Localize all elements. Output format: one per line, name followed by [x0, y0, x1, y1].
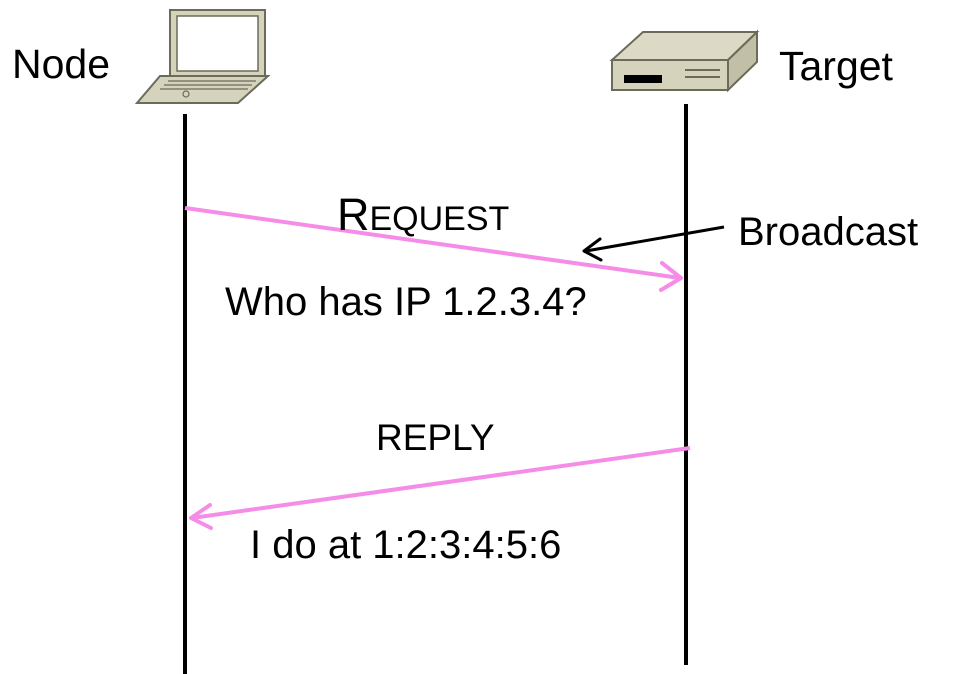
- request-title: REQUEST: [337, 189, 509, 240]
- request-arrow: [184, 206, 683, 292]
- broadcast-annotation-arrow: [582, 225, 725, 262]
- broadcast-label: Broadcast: [738, 210, 918, 254]
- network-device-icon: [609, 29, 760, 93]
- node-label: Node: [12, 41, 110, 87]
- laptop-icon: [134, 9, 271, 104]
- request-body: Who has IP 1.2.3.4?: [225, 280, 587, 324]
- reply-title: REPLY: [376, 417, 495, 458]
- request-title-rest: EQUEST: [370, 200, 510, 238]
- reply-arrow: [189, 446, 691, 530]
- request-title-initial: R: [337, 189, 370, 240]
- reply-body: I do at 1:2:3:4:5:6: [250, 523, 561, 567]
- target-label: Target: [779, 43, 894, 89]
